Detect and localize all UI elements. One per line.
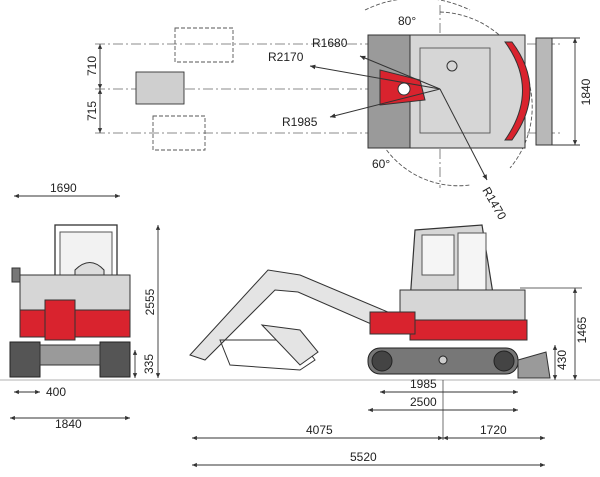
front-view <box>0 193 600 421</box>
label-width-1690: 1690 <box>50 181 77 195</box>
label-r2170: R2170 <box>268 50 304 64</box>
top-view <box>95 0 580 188</box>
label-clear-335: 335 <box>142 354 156 374</box>
label-height-2555: 2555 <box>143 288 157 315</box>
label-r1985: R1985 <box>282 115 318 129</box>
front-view-labels: 1690 2555 335 400 1840 <box>46 181 157 431</box>
label-angle-60: 60° <box>372 157 390 171</box>
side-view-labels: 1465 430 1985 2500 4075 1720 5520 <box>306 316 589 464</box>
label-track-400: 400 <box>46 385 66 399</box>
label-track-2500: 2500 <box>410 395 437 409</box>
label-tail-1720: 1720 <box>480 423 507 437</box>
label-width-1840: 1840 <box>55 417 82 431</box>
label-angle-80: 80° <box>398 14 416 28</box>
label-tail-1465: 1465 <box>575 316 589 343</box>
label-dim-715: 715 <box>85 101 99 121</box>
label-r1470: R1470 <box>479 185 509 223</box>
label-tumbler-1985: 1985 <box>410 377 437 391</box>
label-reach-4075: 4075 <box>306 423 333 437</box>
label-r1680: R1680 <box>312 36 348 50</box>
label-total-5520: 5520 <box>350 450 377 464</box>
label-dim-1840-top: 1840 <box>579 78 593 105</box>
label-dim-710: 710 <box>85 56 99 76</box>
side-view <box>189 224 582 468</box>
label-blade-430: 430 <box>555 350 569 370</box>
